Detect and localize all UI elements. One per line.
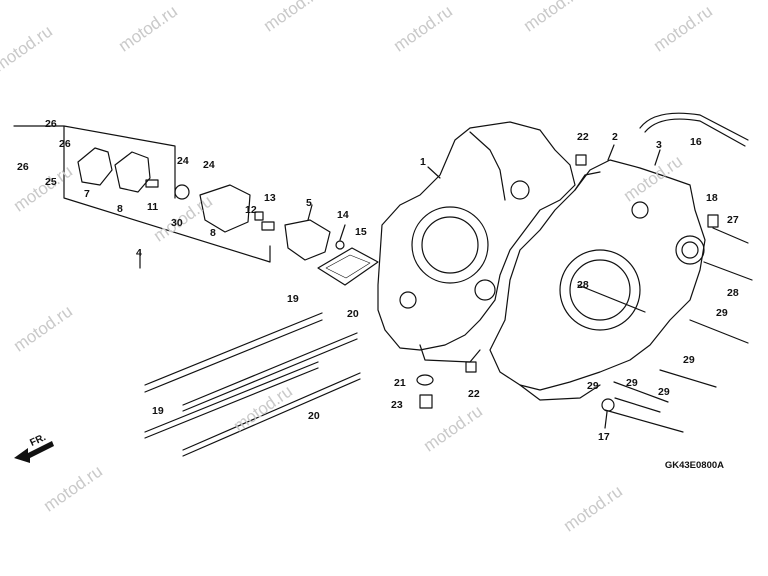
callout-2: 2 <box>612 131 618 143</box>
breather-hose <box>639 112 749 141</box>
callout-23: 23 <box>391 399 403 411</box>
diagram-code: GK43E0800A <box>664 460 724 471</box>
callout-29a: 29 <box>716 307 728 319</box>
bolt-29e <box>604 409 684 433</box>
callout-15: 15 <box>355 226 367 238</box>
callout-3: 3 <box>656 139 662 151</box>
callout-7: 7 <box>84 188 90 200</box>
callout-29e: 29 <box>587 380 599 392</box>
right-crankcase-bore <box>559 249 641 331</box>
callout-24b: 24 <box>203 159 215 171</box>
bolt-28b <box>577 284 646 313</box>
bolt-27 <box>712 227 749 244</box>
callout-24a: 24 <box>177 155 189 167</box>
callout-11: 11 <box>147 201 159 213</box>
left-crankcase <box>377 121 576 351</box>
left-crankcase-bore <box>411 206 489 284</box>
callout-4: 4 <box>136 247 142 259</box>
callout-20a: 20 <box>347 308 359 320</box>
callout-19b: 19 <box>152 405 164 417</box>
bolt-28a <box>703 261 753 281</box>
callout-27: 27 <box>727 214 739 226</box>
callout-30: 30 <box>171 217 183 229</box>
bolt-29b <box>659 369 717 388</box>
callout-29c: 29 <box>626 377 638 389</box>
callout-8: 8 <box>117 203 123 215</box>
callout-26b: 26 <box>59 138 71 150</box>
right-crankcase <box>489 159 706 391</box>
callout-29d: 29 <box>658 386 670 398</box>
callout-16: 16 <box>690 136 702 148</box>
callout-25: 25 <box>45 176 57 188</box>
callout-28a: 28 <box>727 287 739 299</box>
callout-12: 12 <box>245 204 257 216</box>
callout-26a: 26 <box>45 118 57 130</box>
stud-20b <box>182 372 361 451</box>
stud-19a <box>144 312 323 386</box>
callout-19a: 19 <box>287 293 299 305</box>
front-arrow-icon <box>14 441 54 463</box>
callout-17: 17 <box>598 431 610 443</box>
cover-8 <box>114 151 151 193</box>
callout-13: 13 <box>264 192 276 204</box>
cover-5 <box>284 219 331 261</box>
callout-22a: 22 <box>577 131 589 143</box>
callout-14: 14 <box>337 209 349 221</box>
callout-22b: 22 <box>468 388 480 400</box>
callout-1: 1 <box>420 156 426 168</box>
callout-26c: 26 <box>17 161 29 173</box>
callout-21: 21 <box>394 377 406 389</box>
bolt-29d <box>614 397 661 413</box>
callout-28b: 28 <box>577 279 589 291</box>
oil-strainer <box>317 247 379 286</box>
cover-8b <box>199 184 251 233</box>
callout-29b: 29 <box>683 354 695 366</box>
callout-5: 5 <box>306 197 312 209</box>
callout-8b: 8 <box>210 227 216 239</box>
stud-20a <box>182 332 358 406</box>
callout-20b: 20 <box>308 410 320 422</box>
callout-18: 18 <box>706 192 718 204</box>
cover-7 <box>77 147 113 186</box>
stud-19b <box>144 361 319 433</box>
bolt-29a <box>689 319 749 344</box>
bolt-29c <box>613 381 669 403</box>
